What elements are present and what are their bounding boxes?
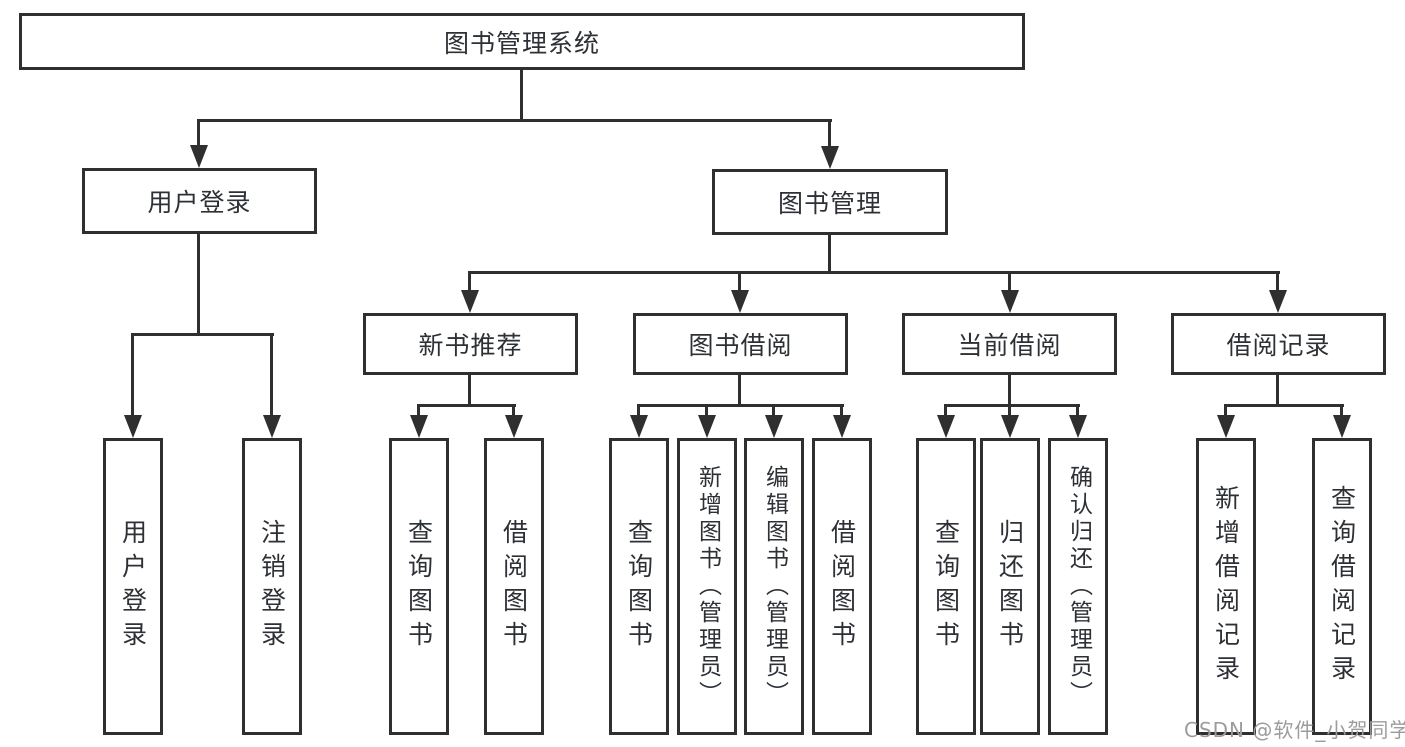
leaf-label: 查询图书 — [404, 518, 434, 655]
leaf-label: 借阅图书 — [499, 518, 529, 655]
node-borrowing-records: 借阅记录 — [1171, 313, 1386, 375]
connector-user-login-stem — [197, 232, 200, 335]
arrowhead — [731, 290, 749, 313]
connector-to-node — [1008, 271, 1011, 292]
node-current-borrowing: 当前借阅 — [902, 313, 1117, 375]
arrowhead — [833, 415, 851, 438]
node-label: 图书管理 — [777, 189, 882, 218]
arrowhead — [505, 415, 523, 438]
leaf-label: 确认归还（管理员） — [1065, 465, 1092, 708]
arrowhead — [263, 415, 281, 438]
leaf-add-books-admin: 新增图书（管理员） — [677, 438, 737, 735]
arrowhead — [1217, 415, 1235, 438]
connector-to-book-management — [828, 119, 831, 149]
arrowhead — [765, 415, 783, 438]
leaf-return-books: 归还图书 — [980, 438, 1040, 735]
watermark: CSDN @软件_小贺同学 — [1184, 718, 1405, 742]
connector-stem — [1008, 375, 1011, 406]
leaf-confirm-return-admin: 确认归还（管理员） — [1048, 438, 1108, 735]
node-label: 图书借阅 — [688, 331, 793, 360]
node-label: 新书推荐 — [418, 331, 523, 360]
leaf-borrow-books-recommend: 借阅图书 — [484, 438, 544, 735]
connector-to-leaf — [840, 404, 843, 418]
leaf-logout: 注销登录 — [242, 438, 302, 735]
connector-to-leaf — [705, 404, 708, 418]
leaf-label: 注销登录 — [257, 518, 287, 655]
node-label: 当前借阅 — [957, 331, 1062, 360]
connector-to-node — [738, 271, 741, 292]
connector-rail — [1224, 404, 1344, 407]
arrowhead — [1269, 290, 1287, 313]
connector-to-leaf — [637, 404, 640, 418]
connector-to-user-login — [197, 119, 200, 148]
connector-to-leaf — [417, 404, 420, 418]
leaf-label: 查询图书 — [931, 518, 961, 655]
leaf-label: 查询图书 — [624, 518, 654, 655]
connector-to-leaf — [1076, 404, 1079, 418]
leaf-label: 编辑图书（管理员） — [761, 465, 788, 708]
connector-to-leaf — [270, 333, 273, 418]
leaf-edit-books-admin: 编辑图书（管理员） — [744, 438, 804, 735]
connector-to-leaf — [944, 404, 947, 418]
leaf-add-borrow-record: 新增借阅记录 — [1196, 438, 1256, 735]
connector-to-leaf — [1224, 404, 1227, 418]
connector-rail — [637, 404, 844, 407]
node-label: 用户登录 — [147, 188, 252, 217]
leaf-search-borrow-record: 查询借阅记录 — [1312, 438, 1372, 735]
connector-book-mgmt-stem — [828, 233, 831, 274]
arrowhead — [1001, 415, 1019, 438]
leaf-label: 新增借阅记录 — [1211, 484, 1241, 689]
arrowhead — [410, 415, 428, 438]
node-new-book-recommendation: 新书推荐 — [363, 313, 578, 375]
leaf-search-books-recommend: 查询图书 — [389, 438, 449, 735]
leaf-user-login: 用户登录 — [103, 438, 163, 735]
connector-to-leaf — [131, 333, 134, 418]
leaf-label: 借阅图书 — [827, 518, 857, 655]
node-label: 图书管理系统 — [443, 28, 600, 58]
connector-to-node — [468, 271, 471, 292]
connector-stem — [1276, 375, 1279, 406]
node-library-management-system: 图书管理系统 — [19, 13, 1025, 70]
connector-rail — [417, 404, 516, 407]
connector-stem — [468, 375, 471, 406]
connector-root-stem — [520, 70, 523, 122]
connector-stem — [738, 375, 741, 406]
leaf-borrow-books: 借阅图书 — [812, 438, 872, 735]
connector-rail — [944, 404, 1080, 407]
leaf-label: 用户登录 — [118, 518, 148, 655]
node-label: 借阅记录 — [1226, 331, 1331, 360]
arrowhead — [698, 415, 716, 438]
arrowhead — [1069, 415, 1087, 438]
node-user-login: 用户登录 — [82, 168, 317, 234]
leaf-label: 新增图书（管理员） — [694, 465, 721, 708]
arrowhead — [190, 145, 208, 168]
arrowhead — [124, 415, 142, 438]
connector-user-login-rail — [131, 333, 274, 336]
node-book-management: 图书管理 — [712, 169, 948, 235]
connector-root-rail — [198, 119, 832, 122]
connector-to-leaf — [772, 404, 775, 418]
connector-to-node — [1276, 271, 1279, 292]
connector-book-mgmt-rail — [469, 271, 1280, 274]
leaf-label: 查询借阅记录 — [1327, 484, 1357, 689]
connector-to-leaf — [1008, 404, 1011, 418]
leaf-label: 归还图书 — [995, 518, 1025, 655]
arrowhead — [937, 415, 955, 438]
connector-to-leaf — [1340, 404, 1343, 418]
connector-to-leaf — [512, 404, 515, 418]
arrowhead — [461, 290, 479, 313]
arrowhead — [1333, 415, 1351, 438]
leaf-search-books-borrowing: 查询图书 — [609, 438, 669, 735]
node-book-borrowing: 图书借阅 — [633, 313, 848, 375]
arrowhead — [1001, 290, 1019, 313]
arrowhead — [630, 415, 648, 438]
arrowhead — [821, 146, 839, 169]
leaf-search-books-current: 查询图书 — [916, 438, 976, 735]
